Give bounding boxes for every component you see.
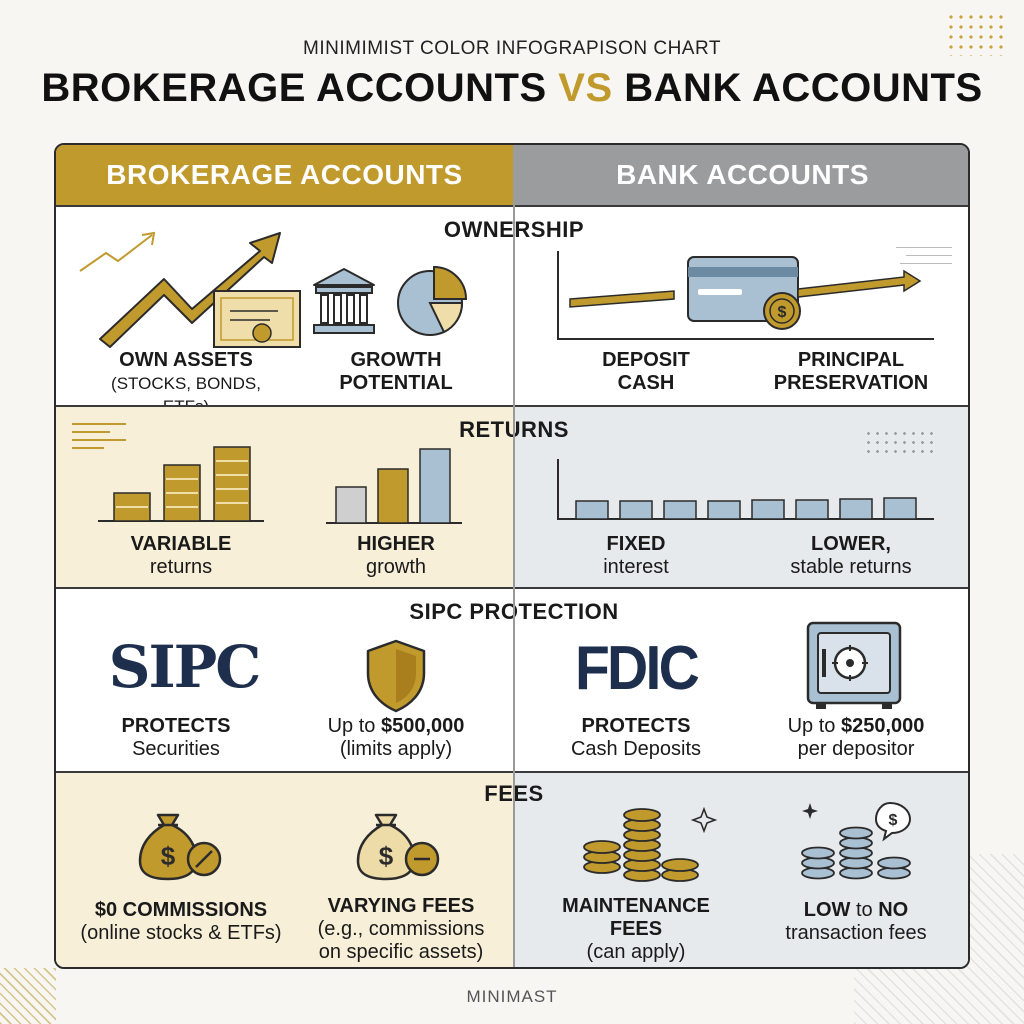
shield-icon	[366, 639, 426, 713]
title-vs: VS	[558, 66, 613, 110]
page-title: BROKERAGE ACCOUNTS VS BANK ACCOUNTS	[0, 66, 1024, 111]
decorative-dots	[864, 429, 934, 459]
safe-vault-icon	[806, 621, 902, 709]
row-returns: RETURNS	[56, 405, 968, 587]
label-deposit-cash: DEPOSIT CASH	[602, 349, 690, 394]
row-protection: SIPC PROTECTION SIPC FDIC PROTECTS Secur…	[56, 587, 968, 771]
label-up-to-500k: Up to $500,000 (limits apply)	[327, 715, 465, 760]
rising-bars-icon	[326, 448, 462, 524]
pie-chart-icon	[397, 265, 468, 336]
label-lower-stable: LOWER, stable returns	[790, 533, 912, 578]
label-fixed-interest: FIXED interest	[603, 533, 669, 578]
label-up-to-250k: Up to $250,000 per depositor	[787, 715, 925, 760]
decorative-dots	[946, 12, 1006, 56]
decorative-lines	[896, 247, 952, 264]
coin-stacks-icon	[583, 806, 718, 882]
label-higher-growth: HIGHER growth	[357, 533, 435, 578]
growth-arrow-certificate-icon	[79, 231, 301, 348]
fdic-logo: FDIC	[574, 634, 700, 703]
footer-brand: MINIMAST	[466, 987, 558, 1006]
column-header-brokerage: BROKERAGE ACCOUNTS	[56, 145, 513, 205]
column-header-bank: BANK ACCOUNTS	[513, 145, 968, 205]
credit-card-deposit-icon: $	[557, 251, 934, 340]
label-growth-potential: GROWTH POTENTIAL	[339, 349, 453, 394]
svg-text:$: $	[889, 812, 898, 829]
svg-text:$: $	[778, 304, 787, 321]
svg-text:$: $	[379, 841, 394, 871]
bank-building-icon	[313, 268, 375, 334]
comparison-board: BROKERAGE ACCOUNTS BANK ACCOUNTS OWNERSH…	[54, 143, 970, 969]
label-zero-commissions: $0 COMMISSIONS (online stocks & ETFs)	[80, 899, 282, 944]
label-protects-securities: PROTECTS Securities	[121, 715, 231, 760]
row-fees: FEES $ $	[56, 771, 968, 967]
label-variable-returns: VARIABLE returns	[130, 533, 232, 578]
coin-stacks-dollar-icon: $	[801, 801, 912, 880]
label-protects-cash: PROTECTS Cash Deposits	[570, 715, 702, 760]
flat-bars-icon	[557, 459, 934, 520]
page-subtitle: MINIMIMIST COLOR INFOGRAPISON CHART	[303, 38, 721, 59]
decorative-lines	[72, 423, 126, 449]
decorative-hatch	[0, 968, 56, 1024]
money-bag-no-icon: $	[138, 813, 222, 881]
svg-text:$: $	[161, 841, 176, 871]
label-maintenance-fees: MAINTENANCE FEES (can apply)	[562, 895, 710, 963]
stacked-bars-icon	[98, 446, 264, 522]
label-principal-preservation: PRINCIPAL PRESERVATION	[773, 349, 929, 394]
label-varying-fees: VARYING FEES (e.g., commissions on speci…	[317, 895, 485, 963]
label-low-to-no: LOW to NO transaction fees	[785, 899, 927, 944]
money-bag-minus-icon: $	[356, 813, 440, 881]
column-divider	[513, 205, 515, 967]
title-right: BANK ACCOUNTS	[624, 66, 983, 110]
title-left: BROKERAGE ACCOUNTS	[41, 66, 547, 110]
sipc-logo: SIPC	[108, 633, 262, 701]
